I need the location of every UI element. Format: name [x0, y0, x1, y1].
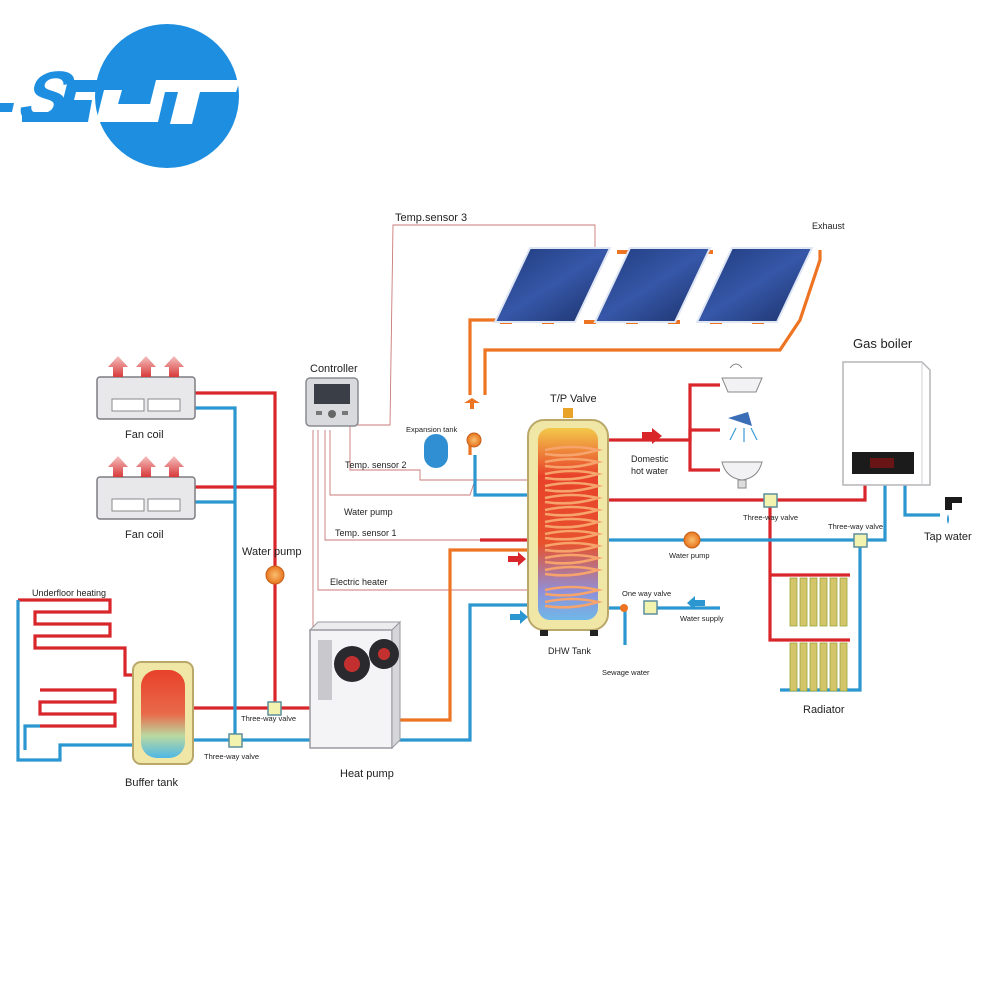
tp-valve-icon	[563, 408, 573, 418]
gas-boiler	[842, 361, 931, 486]
water-pump-top-label: Water pump	[344, 507, 393, 517]
radiator-label: Radiator	[803, 704, 845, 716]
three-way-valve-icon	[853, 533, 868, 548]
fan-coil-2-label: Fan coil	[125, 529, 164, 541]
temp-sensor-3-label: Temp.sensor 3	[395, 212, 467, 224]
sink-icon	[721, 461, 763, 489]
underfloor-heating	[16, 598, 135, 762]
heat-pump-label: Heat pump	[340, 768, 394, 780]
water-supply-label: Water supply	[680, 614, 724, 623]
tap-icon	[945, 497, 962, 524]
flow-arrows	[464, 398, 705, 624]
temp-sensor-1-label: Temp. sensor 1	[335, 528, 397, 538]
fan-coil-2	[96, 456, 196, 520]
tap-water-label: Tap water	[924, 531, 972, 543]
water-pump-right-label: Water pump	[669, 551, 710, 560]
heat-pump	[308, 620, 402, 750]
three-way-valve-3-label: Three-way valve	[743, 513, 798, 522]
water-pump-right-icon	[683, 531, 701, 549]
underfloor-heating-label: Underfloor heating	[32, 588, 106, 598]
three-way-valve-icon	[228, 733, 243, 748]
water-pump-left-icon	[265, 565, 285, 585]
one-way-valve-label: One way valve	[622, 589, 671, 598]
exhaust-label: Exhaust	[812, 221, 845, 231]
expansion-tank-label: Expansion tank	[406, 425, 458, 434]
fan-coil-1-label: Fan coil	[125, 429, 164, 441]
three-way-valve-1-label: Three-way valve	[241, 714, 296, 723]
fan-coil-1	[96, 356, 196, 420]
heat-arrows-icon	[108, 456, 184, 477]
water-pump-top-icon	[466, 432, 482, 448]
radiator	[789, 577, 848, 692]
sst-logo: S	[0, 24, 240, 168]
domestic-hot-water-label-2: hot water	[631, 466, 668, 476]
three-way-valve-4-label: Three-way valve	[828, 522, 883, 531]
three-way-valve-icon	[763, 493, 778, 508]
temp-sensor-2-label: Temp. sensor 2	[345, 460, 407, 470]
solar-panels	[493, 247, 814, 323]
controller	[305, 377, 359, 427]
bathtub-icon	[721, 363, 763, 393]
one-way-valve-icon	[620, 600, 658, 615]
signal-wires	[312, 224, 596, 630]
hot-pipes	[190, 383, 867, 710]
electric-heater-label: Electric heater	[330, 577, 388, 587]
three-way-valve-icon	[267, 701, 282, 716]
controller-label: Controller	[310, 363, 358, 375]
three-way-valve-2-label: Three-way valve	[204, 752, 259, 761]
dhw-tank-label: DHW Tank	[548, 646, 591, 656]
sewage-water-label: Sewage water	[602, 668, 650, 677]
dhw-tank	[527, 408, 609, 636]
tp-valve-label: T/P Valve	[550, 393, 597, 405]
buffer-tank-label: Buffer tank	[125, 777, 178, 789]
water-pump-left-label: Water pump	[242, 546, 302, 558]
domestic-hot-water-label-1: Domestic	[631, 454, 669, 464]
shower-icon	[728, 412, 758, 442]
gas-boiler-label: Gas boiler	[853, 336, 913, 351]
buffer-tank	[132, 661, 194, 765]
expansion-tank	[424, 434, 448, 468]
heat-arrows-icon	[108, 356, 184, 377]
